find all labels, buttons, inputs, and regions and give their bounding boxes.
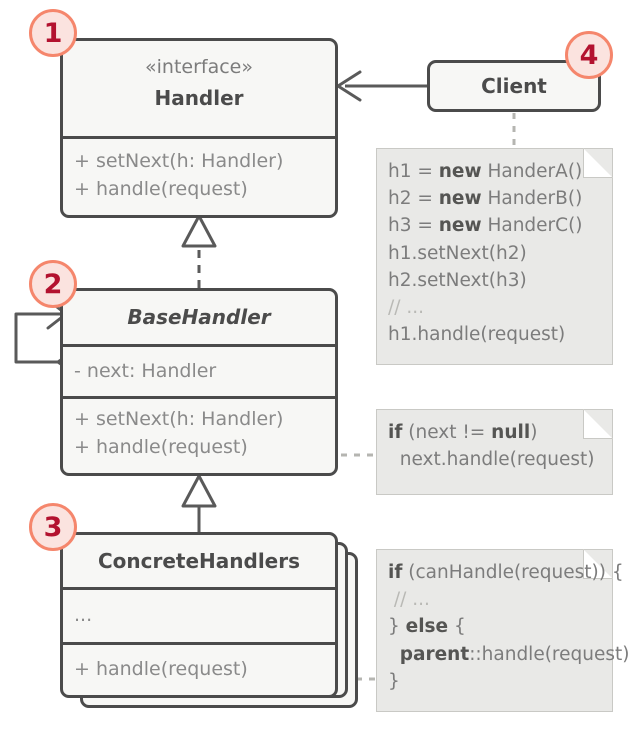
handler-name: Handler	[154, 85, 244, 110]
handler-method-handle: + handle(request)	[74, 177, 248, 200]
note-concretehandlers-code-text: if (canHandle(request)) { // ... } else …	[388, 562, 630, 692]
basehandler-name: BaseHandler	[127, 305, 271, 329]
badge-step-1[interactable]: 1	[29, 9, 77, 57]
badge-step-1-label: 1	[43, 17, 63, 49]
basehandler-attr-next: - next: Handler	[74, 359, 217, 382]
basehandler-header: BaseHandler	[63, 291, 335, 344]
badge-step-4-label: 4	[579, 39, 599, 71]
handler-methods: + setNext(h: Handler) + handle(request)	[63, 136, 335, 218]
connector-base-generalization	[181, 474, 217, 532]
note-basehandler-code-text: if (next != null) next.handle(request)	[388, 422, 595, 471]
badge-step-2-label: 2	[43, 268, 63, 300]
class-box-concretehandlers[interactable]: ConcreteHandlers ... + handle(request)	[60, 532, 338, 698]
basehandler-methods: + setNext(h: Handler) + handle(request)	[63, 396, 335, 473]
concretehandlers-attr-ellipsis: ...	[74, 604, 93, 627]
client-header: Client	[430, 63, 598, 109]
client-name: Client	[481, 73, 547, 98]
handler-method-setnext: + setNext(h: Handler)	[74, 150, 284, 172]
badge-step-3-label: 3	[43, 511, 63, 543]
concretehandlers-header: ConcreteHandlers	[63, 535, 335, 587]
handler-header: «interface» Handler	[63, 41, 335, 136]
note-client-code-text: h1 = new HanderA() h2 = new HanderB() h3…	[388, 161, 583, 346]
concretehandlers-name: ConcreteHandlers	[97, 548, 301, 573]
basehandler-method-handle: + handle(request)	[74, 435, 248, 458]
basehandler-attributes: - next: Handler	[63, 344, 335, 396]
note-client-code: h1 = new HanderA() h2 = new HanderB() h3…	[376, 148, 613, 365]
connector-client-to-handler	[336, 70, 427, 102]
concretehandlers-method-handle: + handle(request)	[74, 658, 248, 681]
connector-handler-realization	[181, 214, 217, 288]
badge-step-4[interactable]: 4	[565, 31, 613, 79]
handler-stereotype: «interface»	[145, 56, 253, 78]
badge-step-3[interactable]: 3	[29, 503, 77, 551]
concretehandlers-attributes: ...	[63, 587, 335, 642]
class-box-handler[interactable]: «interface» Handler + setNext(h: Handler…	[60, 38, 338, 218]
class-box-basehandler[interactable]: BaseHandler - next: Handler + setNext(h:…	[60, 288, 338, 476]
note-basehandler-code: if (next != null) next.handle(request)	[376, 409, 613, 495]
basehandler-method-setnext: + setNext(h: Handler)	[74, 408, 284, 430]
note-concretehandlers-code: if (canHandle(request)) { // ... } else …	[376, 549, 630, 712]
badge-step-2[interactable]: 2	[29, 260, 77, 308]
concretehandlers-methods: + handle(request)	[63, 642, 335, 695]
